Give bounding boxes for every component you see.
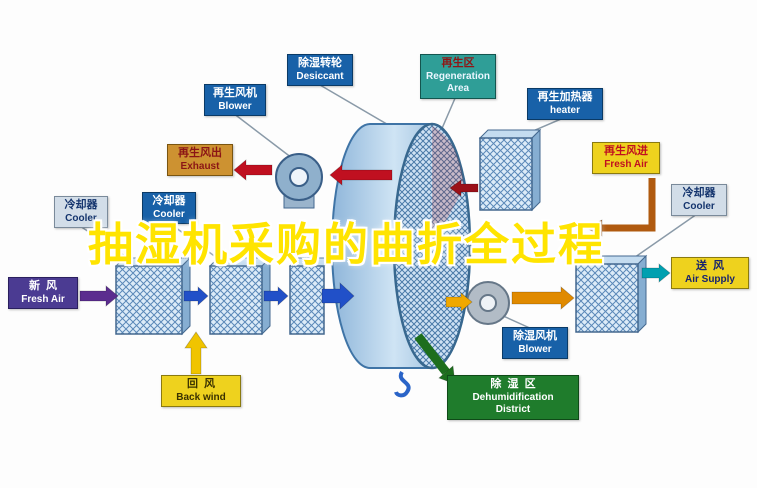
arrow-regen-air-duct [602,178,656,232]
arrow-regen-fan-to-exhaust [233,159,273,181]
label-cooler-right: 冷却器 Cooler [671,184,727,217]
label-cooler-r-zh: 冷却器 [682,187,716,199]
label-regen-blower: 再生风机 Blower [204,84,266,117]
arrow-regen-air-head [585,219,603,237]
label-dehumid-district-en1: Dehumidification [472,391,554,403]
arrow-rotor-to-regen-fan [329,164,393,186]
airflow-arrows [79,159,671,385]
label-exhaust-zh: 再生风出 [178,147,222,159]
label-back-wind: 回 风 Back wind [161,375,241,408]
arrow-into-rotor [321,282,355,310]
label-regen-fresh-air: 再生风进 Fresh Air [592,142,660,175]
cooler-exchanger-1 [114,256,192,336]
label-air-supply-en: Air Supply [684,273,735,285]
label-dehumid-blower-zh: 除湿风机 [513,330,557,342]
supply-fan [466,281,510,325]
label-dehumid-district: 除 湿 区 Dehumidification District [447,375,579,420]
label-dehumid-blower-en: Blower [518,343,552,355]
label-cooler-left-inner: 冷却器 Cooler [142,192,196,225]
arrow-return-air-up [184,331,208,375]
arrow-rotor-to-supply-fan [445,292,473,312]
regen-heater-exchanger [478,128,542,212]
cooler-exchanger-2 [208,256,272,336]
label-exhaust-en: Exhaust [180,160,220,172]
arrow-heater-to-rotor [449,179,479,197]
condensate-swirl [394,370,411,398]
label-dehumid-district-en2: District [495,404,531,416]
label-regen-heater-en: heater [549,104,580,116]
label-regen-heater: 再生加热器 heater [527,88,603,121]
regeneration-sector [432,126,464,246]
label-cooler-r-en: Cooler [683,200,715,212]
label-back-wind-zh: 回 风 [186,378,216,390]
label-desiccant-en: Desiccant [296,70,344,82]
label-regen-area-en: Regeneration Area [426,70,490,95]
label-air-supply: 送 风 Air Supply [671,257,749,290]
label-regen-blower-en: Blower [218,100,252,112]
label-air-supply-zh: 送 风 [695,260,725,272]
label-desiccant-rotor: 除湿转轮 Desiccant [287,54,353,87]
label-desiccant-zh: 除湿转轮 [298,57,342,69]
label-regeneration-area: 再生区 Regeneration Area [420,54,496,99]
arrow-cooler2-to-filter [263,286,289,306]
label-regen-fresh-air-en: Fresh Air [604,158,648,170]
label-dehumid-blower: 除湿风机 Blower [502,327,568,360]
label-dehumid-district-zh: 除 湿 区 [490,378,536,390]
label-fresh-air: 新 风 Fresh Air [8,277,78,310]
label-fresh-air-en: Fresh Air [21,293,65,305]
arrow-fan-to-cooler-right [511,286,575,310]
arrow-to-dehumid-duct [414,333,450,375]
leader-lines [79,84,698,330]
label-fresh-air-zh: 新 风 [28,280,58,292]
regen-fan [275,153,323,209]
label-regen-area-zh: 再生区 [441,57,475,69]
label-exhaust: 再生风出 Exhaust [167,144,233,177]
arrow-fresh-air-in [79,285,119,307]
label-cooler-l1-en: Cooler [65,212,97,224]
arrow-cooler1-to-cooler2 [183,286,209,306]
title-overlay: 抽湿机采购的曲折全过程 [88,219,606,270]
label-regen-blower-zh: 再生风机 [213,87,257,99]
label-regen-fresh-air-zh: 再生风进 [604,145,648,157]
pre-filter-exchanger [288,257,334,335]
label-regen-heater-zh: 再生加热器 [537,91,593,103]
desiccant-rotor [331,122,472,398]
label-cooler-l2-en: Cooler [153,208,185,220]
arrow-to-air-supply [641,263,671,283]
label-back-wind-en: Back wind [176,391,226,403]
label-cooler-l1-zh: 冷却器 [64,199,98,211]
label-cooler-l2-zh: 冷却器 [152,195,186,207]
label-cooler-left-outer: 冷却器 Cooler [54,196,108,229]
